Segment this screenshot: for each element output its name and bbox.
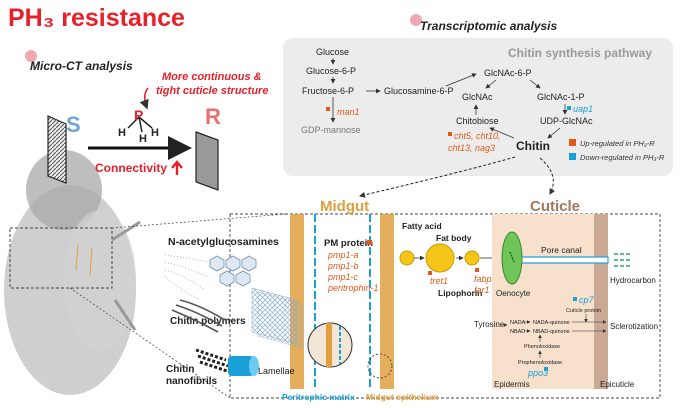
node-glucose: Glucose	[316, 47, 349, 57]
epidermis-label: Epidermis	[494, 380, 530, 389]
up-arrow-icon	[171, 160, 183, 175]
hydrocarbon-dashes	[614, 253, 630, 267]
node-glcnac: GlcNAc	[462, 92, 493, 102]
connectivity-label: Connectivity	[95, 161, 167, 175]
midgut-heading: Midgut	[320, 198, 369, 215]
svg-text:H: H	[151, 127, 159, 139]
genes-cht-line1: cht5, cht10,	[454, 131, 501, 141]
chitin-nanofibrils-label-line2: nanofibrils	[166, 376, 218, 387]
gene-cp7: cp7	[579, 295, 595, 305]
node-glcnac-6-p: GlcNAc-6-P	[484, 68, 532, 78]
cuticle-heading: Cuticle	[530, 198, 580, 215]
nada-quinone-label: NADA-quinone	[533, 320, 570, 326]
lamellae-label: Lamellae	[258, 366, 295, 376]
nanofibril-bundle	[195, 348, 231, 374]
node-fructose-6-p: Fructose-6-P	[302, 86, 354, 96]
fat-body-label: Fat body	[436, 233, 472, 243]
ph3-molecule-icon: P H H H	[118, 107, 159, 145]
peritrophic-matrix-label: Peritrophic matrix	[282, 392, 355, 402]
micro-ct-note-line2: tight cuticle structure	[156, 85, 268, 97]
page-title: PH₃ resistance	[8, 4, 185, 32]
insect-image	[4, 150, 141, 395]
legend-down-swatch	[569, 153, 576, 160]
cuticle-protein-label: Cuticle protein	[566, 308, 601, 314]
zoom-circle-small	[367, 353, 393, 379]
chitin-polymers-label: Chitin polymers	[170, 316, 246, 327]
gene-far1: far1	[474, 285, 490, 295]
sample-s-block	[47, 115, 67, 184]
legend-up-label: Up-regulated in PH₃-R	[580, 139, 655, 148]
pore-canal	[513, 256, 609, 264]
sample-r-block	[195, 131, 219, 191]
bullet-dot-icon	[410, 14, 422, 26]
nada-label: NADA	[510, 320, 526, 326]
gene-fabp: fabp	[474, 274, 492, 284]
chitin-polymer-strands	[171, 299, 226, 333]
transcriptomic-heading: Transcriptomic analysis	[420, 19, 558, 33]
nbad-quinone-label: NBAD-quinone	[533, 329, 570, 335]
gene-pmp1-a: pmp1-a	[327, 250, 359, 260]
n-acetylglucosamines-label: N-acetylglucosamines	[168, 236, 279, 248]
cylinder-icon	[228, 356, 254, 376]
gene-uap1: uap1	[573, 104, 593, 114]
detail-panel	[229, 213, 661, 399]
lipophorin-label: Lipophorin	[438, 288, 482, 298]
node-chitin: Chitin	[516, 139, 550, 153]
lamellae-mesh	[251, 287, 303, 349]
node-glcnac-1-p: GlcNAc-1-P	[537, 92, 585, 102]
gene-pmp1-b: pmp1-b	[327, 261, 359, 271]
gene-ppo3: ppo3	[527, 368, 548, 378]
svg-text:P: P	[134, 107, 143, 123]
gene-tret1: tret1	[430, 276, 448, 286]
chitin-to-cuticle-arrow	[539, 157, 555, 195]
midgut-epithelium-right	[380, 214, 394, 389]
fat-body-cell	[425, 243, 455, 273]
epicuticle-label: Epicuticle	[600, 380, 635, 389]
node-chitobiose: Chitobiose	[456, 116, 499, 126]
prophenoloxidase-label: Prophenoloxidase	[518, 360, 562, 366]
pm-protein-label: PM protein	[324, 238, 373, 249]
sample-s-label: S	[66, 112, 81, 137]
sample-r-label: R	[205, 104, 221, 129]
sclerotization-label: Sclerotization	[610, 322, 658, 331]
gene-pmp1-c: pmp1-c	[327, 272, 359, 282]
tyrosine-label: Tyrosine	[474, 320, 505, 329]
bullet-dot-icon	[25, 50, 37, 62]
fatty-acid-dot	[399, 250, 415, 266]
chitin-nanofibrils-label-line1: Chitin	[166, 364, 194, 375]
pore-canal-label: Pore canal	[541, 245, 582, 255]
oenocyte-label: Oenocyte	[496, 289, 531, 298]
legend-up-swatch	[569, 139, 576, 146]
pathway-title: Chitin synthesis pathway	[508, 46, 652, 60]
genes-cht-line2: cht13, nag3	[448, 143, 495, 153]
epicuticle-layer	[594, 214, 608, 389]
svg-text:H: H	[139, 133, 147, 145]
phenoloxidase-label: Phenoloxidase	[524, 344, 560, 350]
zoom-box	[9, 227, 113, 289]
chitin-to-midgut-arrow	[359, 156, 516, 198]
glcnac-chain-icon	[209, 255, 257, 287]
fatty-acid-label: Fatty acid	[402, 221, 442, 231]
node-glucose-6-p: Glucose-6-P	[306, 66, 356, 76]
nbad-label: NBAD	[510, 329, 525, 335]
micro-ct-heading: Micro-CT analysis	[30, 59, 133, 73]
hydrocarbon-label: Hydrocarbon	[610, 276, 656, 285]
midgut-epithelium-label: Midgut epithelium	[366, 392, 439, 402]
gene-man1: man1	[337, 107, 360, 117]
micro-ct-note-line1: More continuous &	[162, 71, 262, 83]
node-gdp-mannose: GDP-mannose	[301, 125, 361, 135]
lipophorin-dot	[464, 250, 480, 266]
legend-down-label: Down-regulated in PH₃-R	[580, 153, 665, 162]
curved-arrow-icon	[139, 87, 149, 110]
node-glucosamine-6-p: Glucosamine-6-P	[384, 86, 454, 96]
gene-peritrophin-1: peritrophin-1	[327, 283, 379, 293]
svg-text:H: H	[118, 127, 126, 139]
node-udp-glcnac: UDP-GlcNAc	[540, 116, 593, 126]
